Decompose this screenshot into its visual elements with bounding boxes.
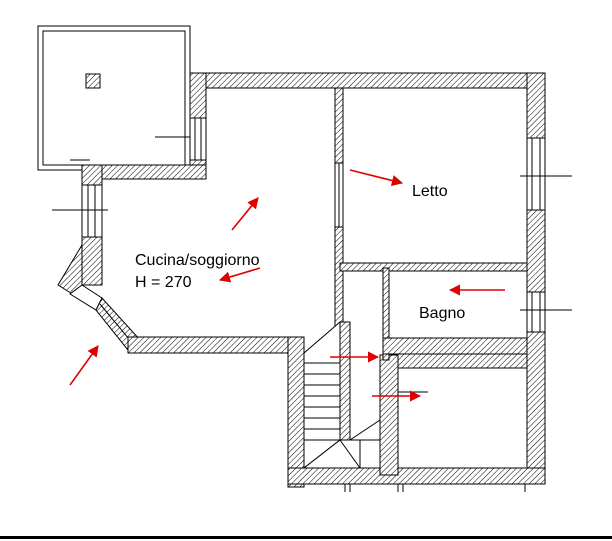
bottom-border xyxy=(0,536,612,539)
wall-kitchen-bottom xyxy=(127,336,305,354)
wall-stair-right xyxy=(379,354,399,476)
arrow-kitchen-up xyxy=(231,197,259,231)
window-kitchen xyxy=(81,184,103,238)
window-bedroom xyxy=(526,137,546,211)
wall-bedroom-bottom xyxy=(339,262,528,272)
label-bathroom: Bagno xyxy=(419,305,465,322)
arrow-entrance xyxy=(69,345,99,386)
terrace xyxy=(37,25,191,171)
arrow-bedroom xyxy=(349,169,404,186)
wall-lower-room xyxy=(397,353,528,369)
terrace-pillar xyxy=(85,73,101,89)
arrow-kitchen-left xyxy=(218,267,261,283)
wall-right xyxy=(526,72,546,484)
wall-stair-left xyxy=(287,336,305,488)
label-kitchen-height: H = 270 xyxy=(135,274,192,291)
wall-corridor xyxy=(382,267,390,361)
wall-bathroom-bottom xyxy=(382,337,528,355)
label-bedroom: Letto xyxy=(412,183,448,200)
label-kitchen-living: Cucina/soggiorno xyxy=(135,252,260,269)
window-bathroom xyxy=(526,291,546,333)
staircase xyxy=(302,320,381,470)
wall-bottom xyxy=(287,467,546,485)
wall-top xyxy=(189,72,546,89)
